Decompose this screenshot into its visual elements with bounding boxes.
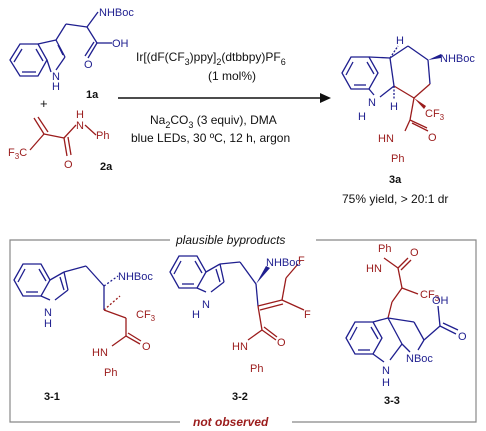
compound-2a-structure bbox=[29, 116, 97, 157]
yield-text: 75% yield, > 20:1 dr bbox=[342, 192, 448, 206]
byproduct-box bbox=[9, 239, 477, 423]
atom-ph-3a: Ph bbox=[391, 153, 404, 165]
atom-hn-3-3: HN bbox=[366, 263, 382, 275]
atom-o-1a: O bbox=[84, 59, 93, 71]
atom-h-3-3: H bbox=[382, 377, 390, 389]
atom-cf3-3a: CF3 bbox=[425, 108, 445, 122]
atom-o-amide-3-3: O bbox=[410, 247, 419, 259]
atom-hn-3a: HN bbox=[378, 133, 394, 145]
atom-oh-3-3: OH bbox=[432, 295, 449, 307]
compound-3a-structure bbox=[341, 45, 441, 132]
compound-3-3-structure bbox=[345, 257, 459, 363]
base-text: Na2CO3 (3 equiv), DMA bbox=[150, 113, 277, 130]
atom-o-2a: O bbox=[64, 159, 73, 171]
atom-f-top-3-2: F bbox=[298, 255, 305, 267]
atom-n-3-3: N bbox=[382, 365, 390, 377]
catalyst-text: Ir[(dF(CF3)ppy]2(dtbbpy)PF6 bbox=[136, 50, 286, 67]
atom-nhboc-3a: NHBoc bbox=[440, 53, 475, 65]
compound-3-2-structure bbox=[169, 255, 305, 341]
atom-f3c-2a: F3C bbox=[8, 147, 27, 161]
atom-hn-3-2: HN bbox=[232, 341, 248, 353]
atom-n-3-2: N bbox=[202, 299, 210, 311]
atom-h-3-1: H bbox=[44, 318, 52, 330]
atom-nh-1a: N bbox=[52, 71, 60, 83]
atom-ph-3-3: Ph bbox=[378, 243, 391, 255]
plus-sign: + bbox=[40, 96, 48, 111]
reaction-arrow bbox=[118, 93, 331, 103]
atom-n-2a: N bbox=[76, 120, 84, 132]
compound-label-2a: 2a bbox=[100, 161, 113, 173]
atom-n-3-1: N bbox=[44, 307, 52, 319]
conditions-text: blue LEDs, 30 ºC, 12 h, argon bbox=[131, 131, 290, 145]
atom-nhboc-3-1: NHBoc bbox=[118, 271, 153, 283]
atom-ph-2a: Ph bbox=[96, 130, 109, 142]
atom-nh-h-3a: H bbox=[358, 111, 366, 123]
compound-label-3-3: 3-3 bbox=[384, 395, 400, 407]
atom-o-3a: O bbox=[428, 132, 437, 144]
atom-o-3-2: O bbox=[277, 337, 286, 349]
atom-oh-1a: OH bbox=[112, 38, 129, 50]
atom-ph-3-2: Ph bbox=[250, 363, 263, 375]
atom-h-top-3a: H bbox=[396, 35, 404, 47]
atom-h-1a: H bbox=[52, 81, 60, 93]
compound-label-3a: 3a bbox=[389, 174, 402, 186]
atom-cf3-3-3: CF3 bbox=[420, 289, 440, 303]
atom-nhboc-3-2: NHBoc bbox=[266, 257, 301, 269]
atom-n-3a: N bbox=[368, 97, 376, 109]
atom-hn-3-1: HN bbox=[92, 347, 108, 359]
atom-nhboc-1a: NHBoc bbox=[99, 7, 134, 19]
compound-label-1a: 1a bbox=[86, 89, 99, 101]
atom-h-2a: H bbox=[76, 109, 84, 121]
atom-ph-3-1: Ph bbox=[104, 367, 117, 379]
byproducts-title: plausible byproducts bbox=[175, 233, 285, 247]
compound-3-1-structure bbox=[13, 263, 142, 347]
compound-label-3-2: 3-2 bbox=[232, 391, 248, 403]
atom-o-3-1: O bbox=[142, 341, 151, 353]
atom-f-bottom-3-2: F bbox=[304, 309, 311, 321]
atom-h-bottom-3a: H bbox=[390, 101, 398, 113]
compound-1a-structure bbox=[9, 11, 112, 77]
atom-nboc-3-3: NBoc bbox=[406, 353, 433, 365]
atom-h-3-2: H bbox=[192, 309, 200, 321]
not-observed-label: not observed bbox=[193, 415, 269, 429]
atom-o-acid-3-3: O bbox=[458, 331, 467, 343]
compound-label-3-1: 3-1 bbox=[44, 391, 60, 403]
atom-cf3-3-1: CF3 bbox=[136, 309, 156, 323]
catalyst-loading: (1 mol%) bbox=[208, 69, 256, 83]
